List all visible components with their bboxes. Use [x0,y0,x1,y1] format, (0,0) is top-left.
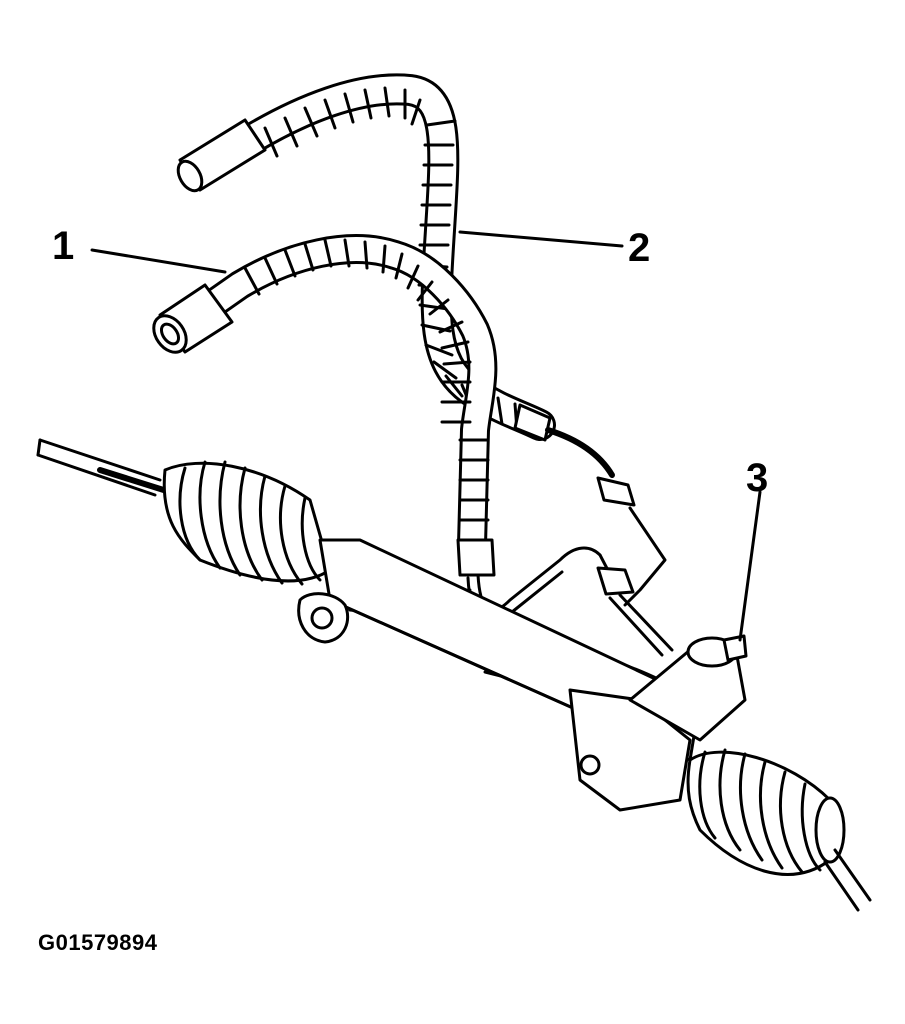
leader-line-3 [738,490,762,642]
steering-rack [36,438,872,912]
leader-line-2 [458,230,624,248]
figure-id: G01579894 [38,930,158,955]
callout-label-3: 3 [746,456,769,500]
callout-leaders [90,230,762,642]
callout-label-1: 1 [52,224,75,268]
return-hose [152,234,498,577]
leader-line-1 [90,248,227,274]
callout-label-2: 2 [628,226,651,270]
